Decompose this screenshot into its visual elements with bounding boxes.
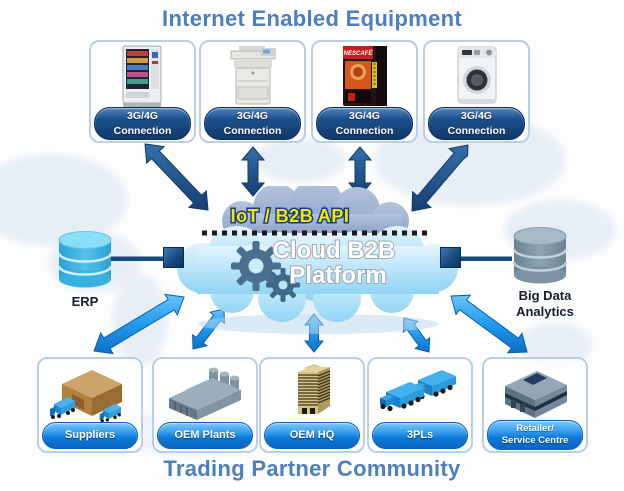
partner-label-button: Retailer/ Service Centre (487, 420, 583, 450)
erp-database-icon (57, 231, 113, 288)
partner-card-retailer: Retailer/ Service Centre (482, 357, 588, 453)
double-arrow-equipment-2 (240, 146, 266, 197)
washing-machine-icon (457, 46, 496, 104)
bigdata-connector-line (458, 256, 512, 261)
connection-button: 3G/4G Connection (94, 107, 191, 140)
partner-card-oem-plants: OEM Plants (152, 357, 258, 453)
connection-button: 3G/4G Connection (316, 107, 413, 140)
iot-b2b-api-label: IoT / B2B API (231, 206, 350, 226)
partner-label-button: 3PLs (372, 422, 468, 449)
partner-card-3pls: 3PLs (367, 357, 473, 453)
partner-label-button: OEM HQ (264, 422, 360, 449)
double-arrow-equipment-1 (144, 143, 209, 211)
cloud-bottom-half (177, 226, 458, 322)
warehouse-trucks-icon (50, 370, 122, 423)
equipment-card-coffee-machine: NESCAFÉ 3G/4G Connection (311, 40, 418, 143)
cloud-platform-label-line2: Platform (289, 262, 386, 289)
cloud-b2b-platform: IoT / B2B API (177, 186, 458, 334)
erp-label: ERP (71, 294, 99, 309)
gears-icon (231, 241, 300, 302)
partner-label-button: OEM Plants (157, 422, 253, 449)
skyscraper-icon (298, 364, 331, 414)
equipment-card-washing-machine: 3G/4G Connection (423, 40, 530, 143)
partner-label-button: Suppliers (42, 422, 138, 449)
double-arrow-partner-1 (93, 293, 185, 355)
multifunction-printer-icon (230, 46, 276, 105)
double-arrow-partner-5 (450, 294, 528, 354)
big-data-label: Big Data Analytics (516, 288, 574, 320)
top-title: Internet Enabled Equipment (162, 6, 462, 31)
factory-icon (169, 367, 241, 420)
bigdata-connector-node (440, 247, 461, 268)
coffee-vending-machine-icon: NESCAFÉ (342, 46, 387, 106)
service-building-icon (505, 371, 567, 418)
cloud-platform-label-line1: Cloud B2B (273, 237, 396, 264)
connection-button: 3G/4G Connection (204, 107, 301, 140)
connection-button: 3G/4G Connection (428, 107, 525, 140)
equipment-card-vending-machine: 3G/4G Connection (89, 40, 196, 143)
cloud-shadow (198, 314, 438, 334)
cloud-top-half (222, 186, 409, 241)
erp-connector-line (100, 256, 172, 261)
trucks-icon (380, 370, 456, 412)
nescafe-brand-text: NESCAFÉ (343, 49, 373, 57)
vending-machine-icon (122, 45, 161, 107)
double-arrow-equipment-4 (411, 144, 469, 212)
truck-small (50, 397, 75, 419)
truck-small (99, 403, 121, 423)
partner-card-suppliers: Suppliers (37, 357, 143, 453)
equipment-card-printer: 3G/4G Connection (199, 40, 306, 143)
big-data-database-icon (512, 227, 568, 284)
partner-card-oem-hq: OEM HQ (259, 357, 365, 453)
erp-connector-node (163, 247, 184, 268)
bottom-title: Trading Partner Community (163, 456, 461, 481)
